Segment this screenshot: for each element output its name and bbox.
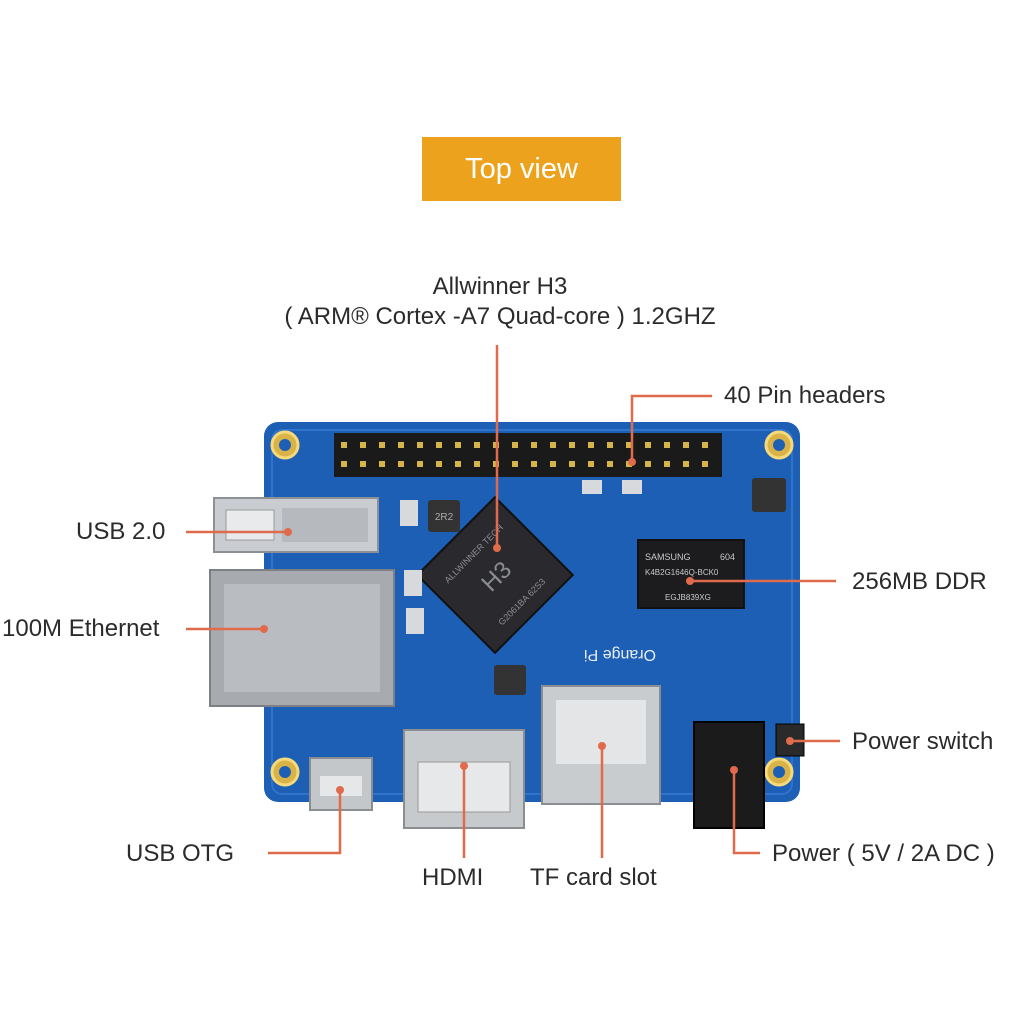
leader-usb-otg bbox=[268, 790, 342, 855]
header-pin bbox=[626, 442, 632, 448]
label-usb20: USB 2.0 bbox=[76, 518, 166, 545]
label-power: Power ( 5V / 2A DC ) bbox=[772, 840, 995, 867]
label-tf-slot: TF card slot bbox=[530, 864, 657, 891]
header-pin bbox=[645, 442, 651, 448]
header-pin bbox=[702, 442, 708, 448]
board-brand: Orange Pi bbox=[584, 646, 656, 663]
header-pin bbox=[379, 442, 385, 448]
inductor bbox=[494, 665, 526, 695]
header-pin bbox=[455, 461, 461, 467]
label-pin-headers: 40 Pin headers bbox=[724, 382, 886, 409]
header-pin bbox=[645, 461, 651, 467]
header-pin bbox=[531, 442, 537, 448]
leader-power bbox=[732, 770, 760, 855]
header-pin bbox=[417, 461, 423, 467]
header-pin bbox=[417, 442, 423, 448]
header-pin bbox=[550, 461, 556, 467]
soc-chip bbox=[415, 495, 575, 655]
inductor bbox=[752, 478, 786, 512]
ddr-chip bbox=[637, 539, 745, 609]
label-hdmi: HDMI bbox=[422, 864, 484, 891]
top-view-banner: Top view bbox=[422, 137, 621, 201]
header-pin bbox=[455, 442, 461, 448]
ddr-code: 604 bbox=[720, 552, 735, 562]
header-pin bbox=[436, 461, 442, 467]
inductor-label: 2R2 bbox=[435, 512, 454, 523]
header-pin bbox=[569, 461, 575, 467]
soc-callout: Allwinner H3 ( ARM® Cortex -A7 Quad-core… bbox=[230, 272, 770, 332]
header-pin bbox=[664, 461, 670, 467]
power-jack bbox=[693, 721, 765, 829]
inductor bbox=[428, 500, 460, 532]
header-pin bbox=[436, 442, 442, 448]
ddr-brand: SAMSUNG bbox=[645, 552, 691, 562]
header-pin bbox=[512, 461, 518, 467]
header-pin bbox=[588, 442, 594, 448]
header-pin bbox=[474, 442, 480, 448]
header-pin bbox=[398, 461, 404, 467]
label-usb-otg: USB OTG bbox=[126, 840, 235, 867]
pin-header bbox=[334, 433, 722, 477]
leader-dots bbox=[260, 458, 794, 794]
label-power-switch: Power switch bbox=[852, 728, 994, 755]
ddr-part: K4B2G1646Q-BCK0 bbox=[645, 568, 719, 577]
header-pin bbox=[664, 442, 670, 448]
header-pin bbox=[398, 442, 404, 448]
header-pin bbox=[341, 442, 347, 448]
leader-pin-headers bbox=[630, 394, 712, 462]
label-ethernet: 100M Ethernet bbox=[2, 615, 160, 642]
header-pin bbox=[379, 461, 385, 467]
header-pin bbox=[569, 442, 575, 448]
header-pin bbox=[550, 442, 556, 448]
header-pin bbox=[531, 461, 537, 467]
label-ddr: 256MB DDR bbox=[852, 568, 987, 595]
header-pin bbox=[512, 442, 518, 448]
header-pin bbox=[683, 461, 689, 467]
header-pin bbox=[474, 461, 480, 467]
header-pin bbox=[341, 461, 347, 467]
header-pin bbox=[702, 461, 708, 467]
soc-label-line2: ( ARM® Cortex -A7 Quad-core ) 1.2GHZ bbox=[284, 303, 716, 330]
header-pin bbox=[607, 461, 613, 467]
header-pin bbox=[360, 461, 366, 467]
header-pin bbox=[607, 442, 613, 448]
leader-lines bbox=[186, 345, 840, 858]
header-pin bbox=[588, 461, 594, 467]
header-pin bbox=[360, 442, 366, 448]
header-pin bbox=[683, 442, 689, 448]
soc-label-line1: Allwinner H3 bbox=[432, 273, 568, 300]
ddr-lot: EGJB839XG bbox=[665, 593, 711, 602]
